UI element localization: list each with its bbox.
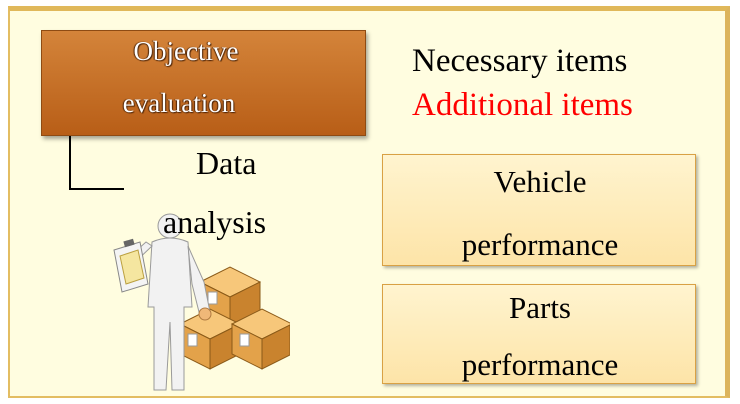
data-analysis-line2: analysis [163,204,267,240]
parts-performance-line1: Parts [509,290,571,325]
box-stack-icon [178,266,290,370]
legend-necessary-items: Necessary items [412,43,628,79]
hierarchy-connector [69,136,124,190]
vehicle-performance-line1: Vehicle [493,164,587,199]
objective-evaluation-line1: Objective [133,36,239,66]
vehicle-performance-box: Vehicle performance [382,154,696,266]
objective-evaluation-box: Objective evaluation [41,30,366,136]
worker-with-boxes-icon [113,213,290,391]
vehicle-performance-line2: performance [461,227,619,262]
parts-performance-line2: performance [461,347,619,382]
parts-performance-box: Parts performance [382,284,696,384]
objective-evaluation-line2: evaluation [122,88,236,118]
clipboard-icon [113,238,149,293]
legend-additional-items: Additional items [412,87,633,123]
data-analysis-line1: Data [196,145,257,181]
